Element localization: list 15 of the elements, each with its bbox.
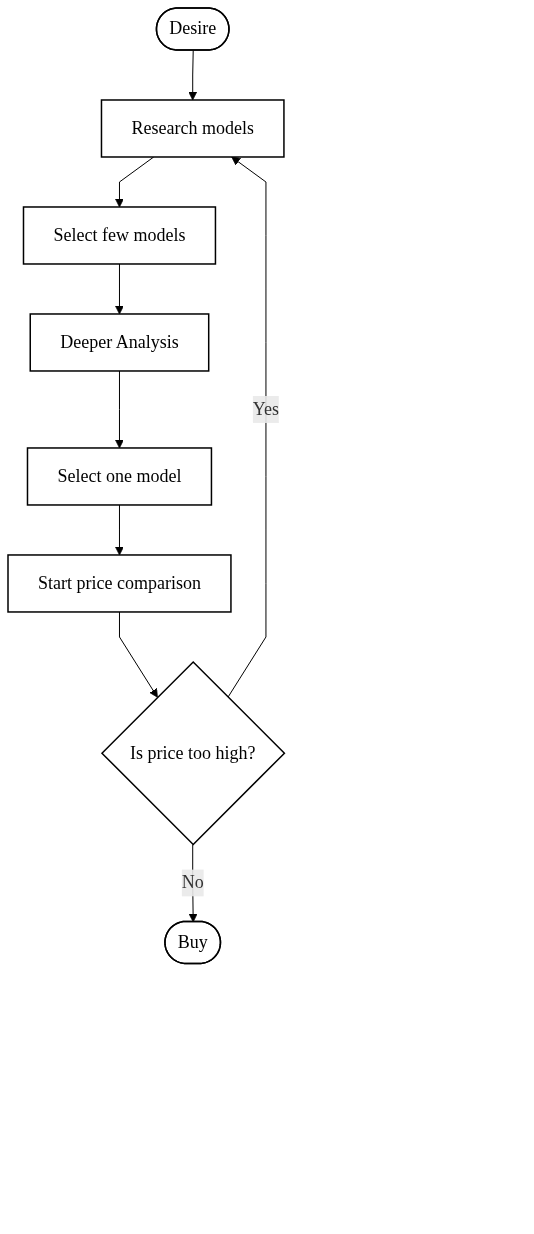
arrow: [115, 370, 124, 449]
node-box: Select few models: [22, 206, 217, 265]
node-box: Research models: [100, 99, 285, 158]
arrow: [227, 156, 267, 698]
node-box: Start price comparison: [7, 554, 232, 613]
arrow: [115, 156, 155, 208]
arrow: [118, 611, 158, 698]
edge-label: Yes: [252, 398, 280, 419]
node-box: Deeper Analysis: [29, 313, 210, 372]
arrow: [188, 50, 198, 101]
node-diamond: Is price too high?: [100, 660, 286, 846]
arrow: [115, 263, 124, 315]
node-box: Select one model: [26, 447, 213, 506]
edge-label: No: [181, 872, 204, 893]
arrow: [115, 504, 124, 556]
